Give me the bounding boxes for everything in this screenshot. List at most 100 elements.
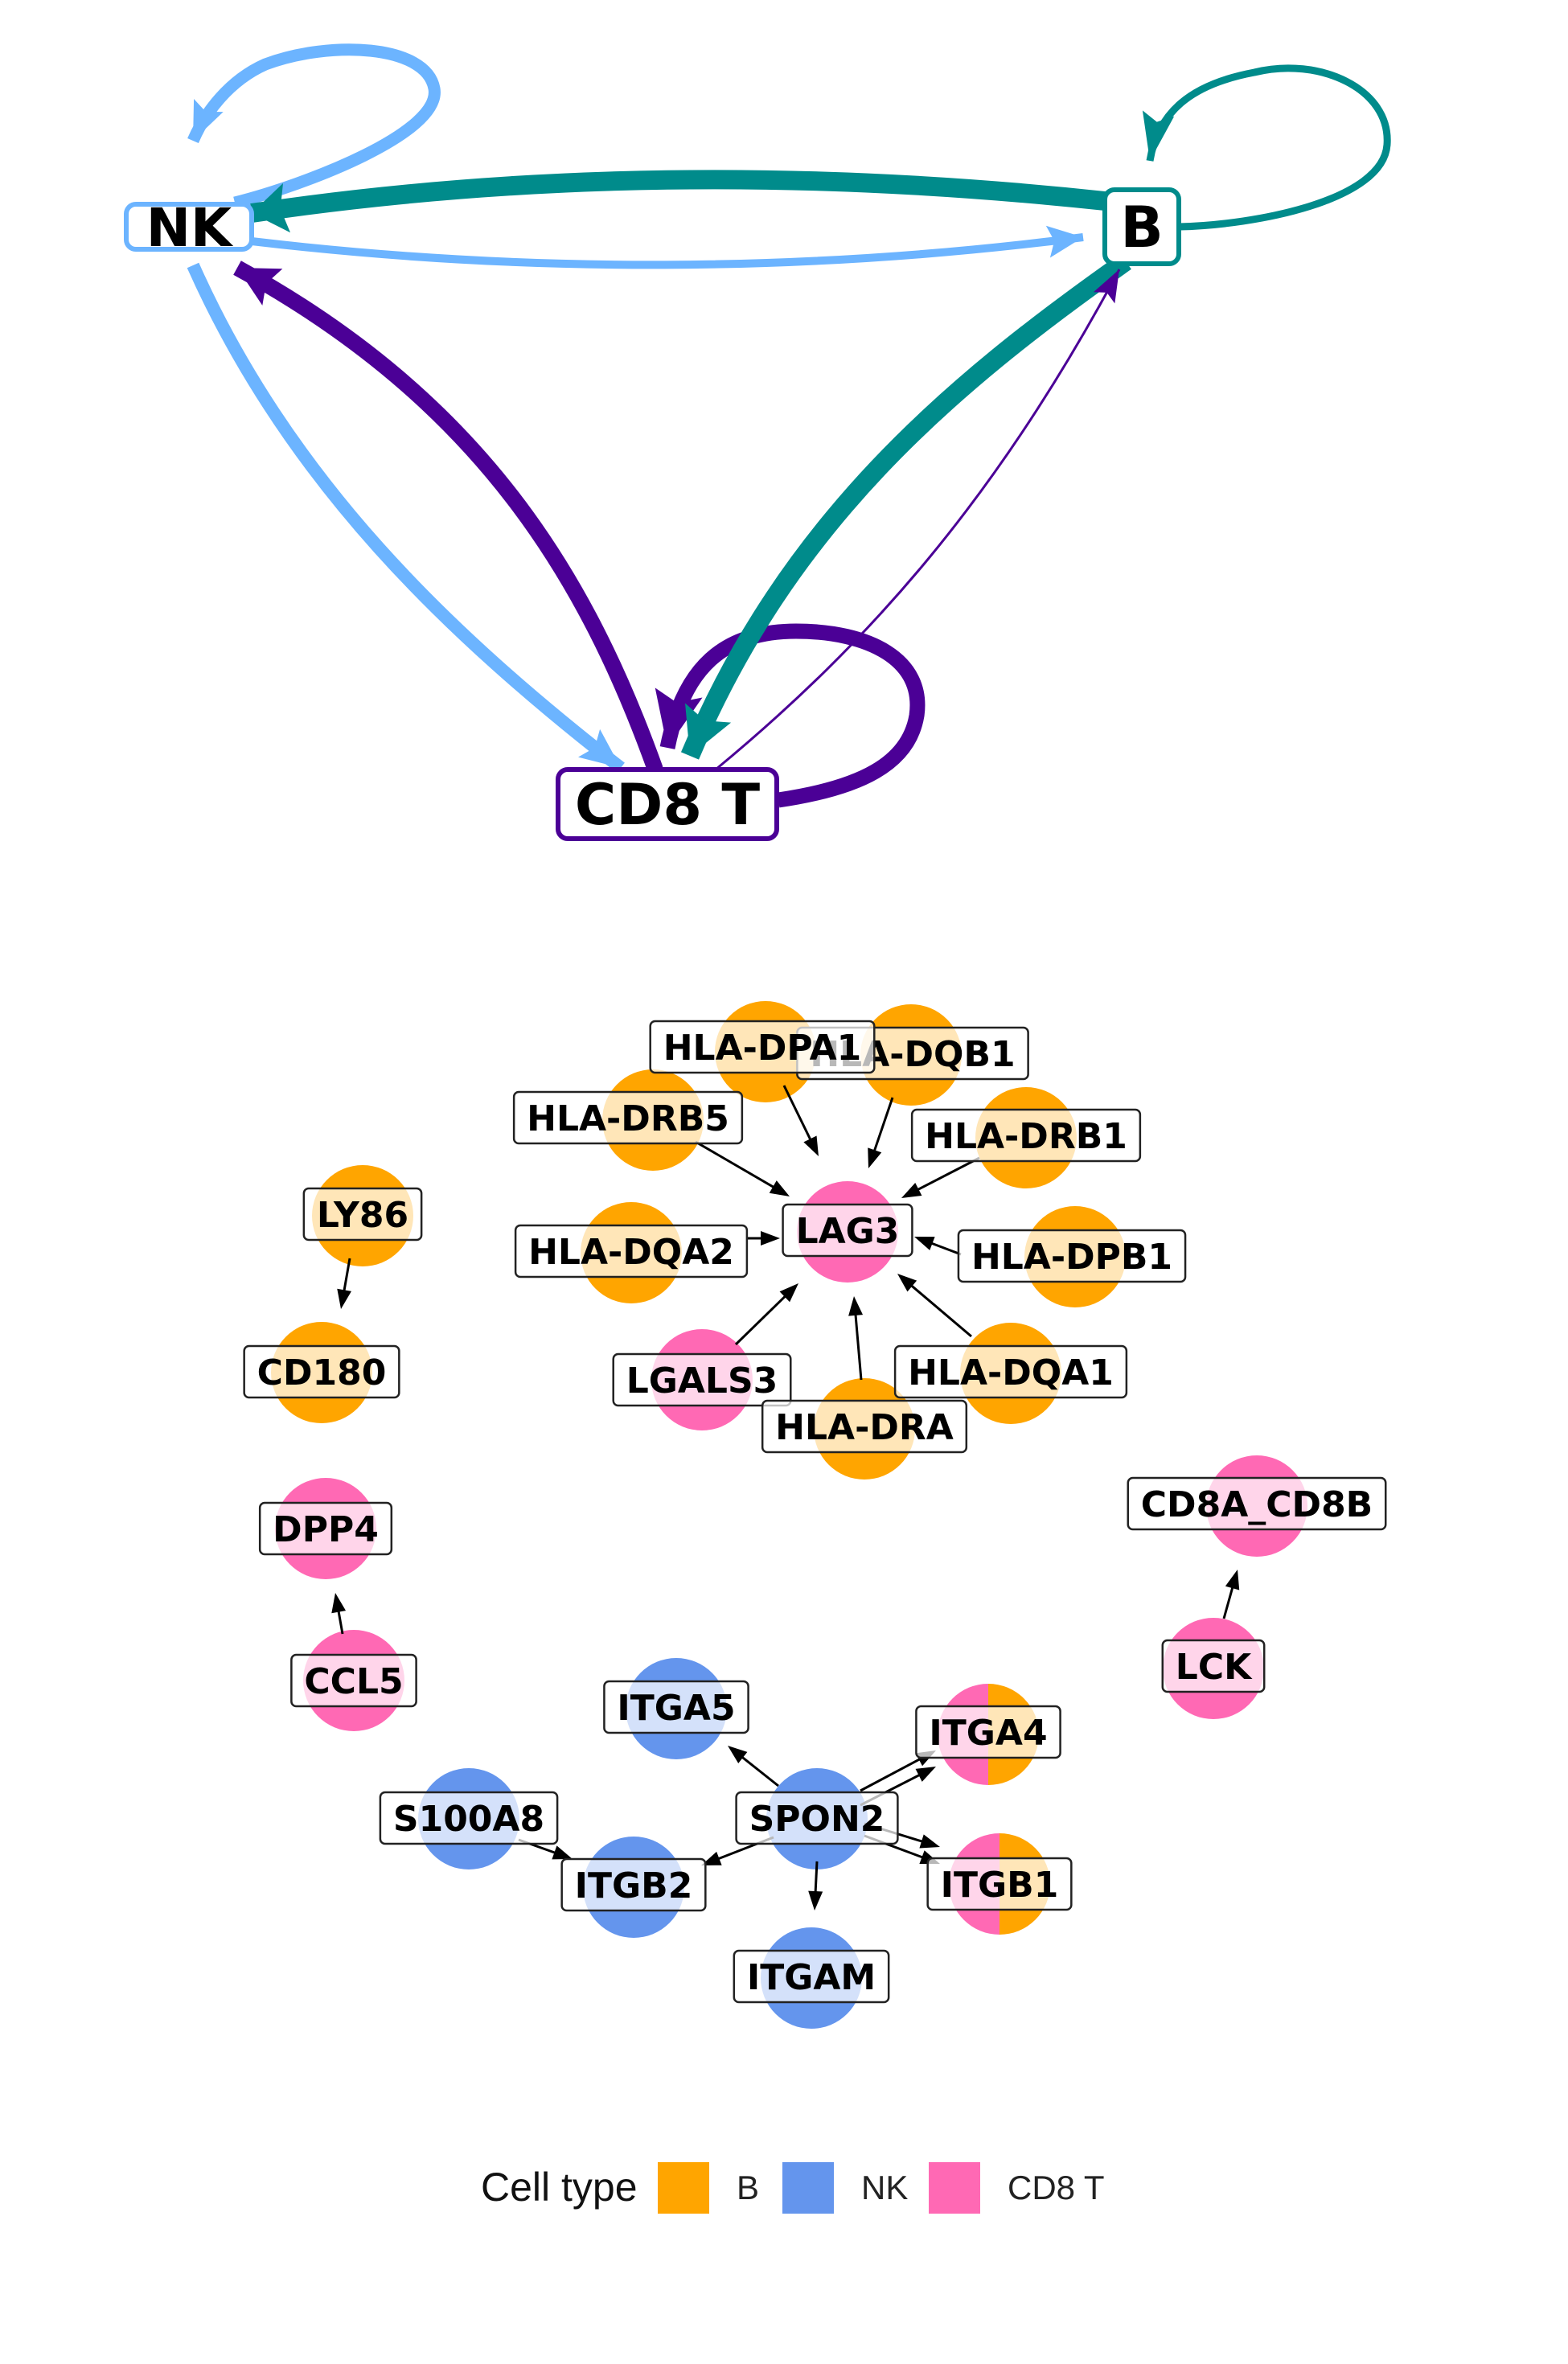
gene-edge-hla-dqa1-to-lag3-line — [909, 1283, 972, 1338]
cell-edge-b-to-nk-line — [250, 170, 1106, 223]
gene-label-hla-dqa1: HLA-DQA1 — [893, 1344, 1128, 1399]
gene-label-box — [957, 1229, 1187, 1283]
gene-edge-spon2-to-itgam-arrowhead — [808, 1890, 823, 1910]
gene-edge-spon2-to-itga5 — [728, 1746, 779, 1787]
gene-edge-hla-dpa1-to-lag3-arrowhead — [803, 1135, 819, 1156]
gene-label-text: DPP4 — [273, 1509, 379, 1550]
cell-edge-nk-to-cd8t-arrowhead — [578, 728, 621, 768]
gene-edge-spon2-to-itga4-arrowhead — [915, 1767, 936, 1782]
gene-label-text: LGALS3 — [626, 1361, 778, 1402]
gene-label-box — [302, 1187, 423, 1242]
legend-label: B — [737, 2169, 759, 2206]
cell-edge-nk-to-nk-arrowhead — [193, 99, 224, 141]
gene-edge-hla-dpb1-to-lag3-line — [929, 1241, 962, 1256]
gene-edge-ly86-to-cd180 — [337, 1258, 351, 1309]
gene-label-text: ITGA5 — [617, 1688, 735, 1729]
gene-label-itga5: ITGA5 — [603, 1680, 749, 1734]
cell-node-b: B — [1102, 187, 1181, 266]
gene-label-hla-dpb1: HLA-DPB1 — [957, 1229, 1187, 1283]
gene-edge-spon2-to-itgb2-arrowhead — [701, 1851, 722, 1865]
cell-edge-b-to-cd8t-line — [680, 253, 1131, 760]
gene-label-text: HLA-DPB1 — [971, 1237, 1172, 1278]
cell-edge-b-to-cd8t-arrowhead — [685, 703, 732, 756]
cell-edge-b-to-cd8t — [680, 253, 1131, 760]
cell-edge-nk-to-b — [251, 225, 1084, 269]
gene-label-box — [1127, 1476, 1387, 1531]
cell-edge-nk-to-b-arrowhead — [1045, 225, 1083, 258]
cell-edge-nk-to-nk-line — [187, 43, 441, 209]
gene-label-text: HLA-DPA1 — [663, 1028, 862, 1069]
gene-edge-hla-drb5-to-lag3-arrowhead — [769, 1180, 790, 1196]
cell-node-label: CD8 T — [575, 772, 761, 838]
gene-label-text: SPON2 — [749, 1799, 885, 1840]
gene-edge-hla-drb5-to-lag3-line — [695, 1140, 777, 1190]
gene-label-box — [649, 1020, 876, 1074]
gene-edge-hla-dra-to-lag3-line — [854, 1311, 863, 1381]
gene-edge-hla-drb5-to-lag3 — [695, 1140, 790, 1196]
gene-edge-ly86-to-cd180-arrowhead — [337, 1288, 351, 1309]
gene-edge-lgals3-to-lag3-arrowhead — [779, 1283, 798, 1303]
gene-label-hla-dpa1: HLA-DPA1 — [649, 1020, 876, 1074]
gene-edge-hla-drb1-to-lag3-arrowhead — [901, 1183, 922, 1198]
gene-label-text: CD8A_CD8B — [1141, 1484, 1373, 1525]
cell-edge-cd8t-to-nk-line — [233, 261, 663, 773]
gene-edge-hla-dpa1-to-lag3-line — [782, 1085, 813, 1143]
gene-label-lck: LCK — [1161, 1639, 1266, 1693]
cell-edge-b-to-b — [1142, 64, 1391, 231]
gene-edge-hla-dqa2-to-lag3 — [748, 1231, 780, 1246]
cell-network-edges — [187, 43, 1391, 808]
gene-label-box — [893, 1344, 1128, 1399]
gene-label-box — [612, 1352, 792, 1407]
cell-node-nk: NK — [124, 197, 254, 259]
gene-edge-ccl5-to-dpp4-arrowhead — [331, 1593, 347, 1614]
gene-label-cd180: CD180 — [243, 1344, 400, 1399]
gene-label-box — [514, 1224, 749, 1278]
gene-label-text: ITGA4 — [929, 1713, 1047, 1754]
gene-label-box — [910, 1108, 1142, 1163]
gene-label-box — [290, 1653, 417, 1708]
gene-edge-hla-dqa1-to-lag3-arrowhead — [897, 1274, 917, 1292]
gene-label-dpp4: DPP4 — [258, 1501, 393, 1556]
gene-edge-hla-dqb1-to-lag3-arrowhead — [868, 1147, 882, 1168]
gene-edge-spon2-to-itgb1-arrowhead — [919, 1834, 940, 1849]
gene-label-text: HLA-DRB5 — [527, 1098, 729, 1139]
gene-label-text: HLA-DRA — [775, 1407, 954, 1448]
gene-label-s100a8: S100A8 — [379, 1791, 559, 1845]
cell-node-label: NK — [146, 197, 234, 259]
cell-edge-cd8t-to-b-line — [715, 269, 1121, 771]
gene-label-box — [243, 1344, 400, 1399]
gene-edge-ccl5-to-dpp4 — [331, 1593, 347, 1635]
cell-edge-cd8t-to-cd8t-arrowhead — [655, 687, 703, 748]
gene-edge-hla-dpb1-to-lag3 — [914, 1237, 962, 1256]
gene-edge-hla-dqa1-to-lag3 — [897, 1274, 972, 1338]
gene-label-hla-drb1: HLA-DRB1 — [910, 1108, 1142, 1163]
gene-edge-spon2-to-itgam-line — [814, 1861, 819, 1895]
gene-edge-hla-dqb1-to-lag3 — [868, 1097, 894, 1168]
gene-edge-s100a8-to-itgb2-arrowhead — [552, 1845, 573, 1860]
gene-label-box — [761, 1399, 968, 1454]
legend-label: CD8 T — [1008, 2169, 1105, 2206]
cell-edge-nk-to-cd8t — [187, 262, 625, 774]
gene-label-ly86: LY86 — [302, 1187, 423, 1242]
gene-label-lag3: LAG3 — [782, 1203, 913, 1258]
gene-edge-hla-dqa2-to-lag3-arrowhead — [761, 1231, 780, 1246]
cell-edge-nk-to-nk — [187, 43, 441, 209]
gene-edge-spon2-to-itga4-line — [860, 1757, 923, 1792]
gene-label-box — [258, 1501, 393, 1556]
gene-network-edges — [331, 1085, 1240, 1910]
gene-edge-lck-to-cd8a-cd8b — [1222, 1570, 1240, 1619]
gene-edge-spon2-to-itga5-line — [739, 1755, 779, 1787]
gene-edge-lck-to-cd8a-cd8b-arrowhead — [1225, 1570, 1240, 1590]
cell-edge-cd8t-to-nk-arrowhead — [237, 268, 283, 306]
gene-label-text: HLA-DQA1 — [908, 1352, 1114, 1393]
gene-label-lgals3: LGALS3 — [612, 1352, 792, 1407]
gene-edge-hla-dpa1-to-lag3 — [782, 1085, 819, 1156]
cell-edge-b-to-b-arrowhead — [1142, 110, 1175, 161]
gene-label-text: ITGB2 — [575, 1865, 693, 1906]
gene-label-text: CCL5 — [304, 1661, 403, 1702]
gene-label-spon2: SPON2 — [735, 1791, 899, 1845]
